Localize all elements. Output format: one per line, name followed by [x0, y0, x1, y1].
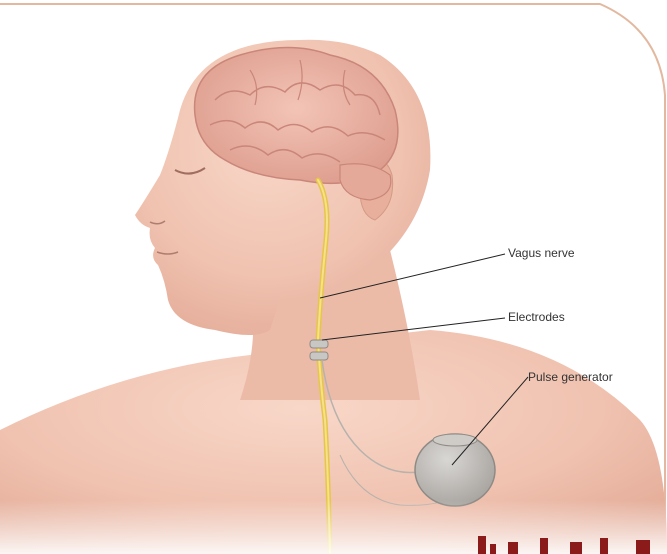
pulse-generator [415, 434, 495, 506]
electrodes-label: Electrodes [508, 310, 565, 324]
pulse-generator-label: Pulse generator [528, 370, 613, 384]
vagus-nerve-label: Vagus nerve [508, 246, 575, 260]
